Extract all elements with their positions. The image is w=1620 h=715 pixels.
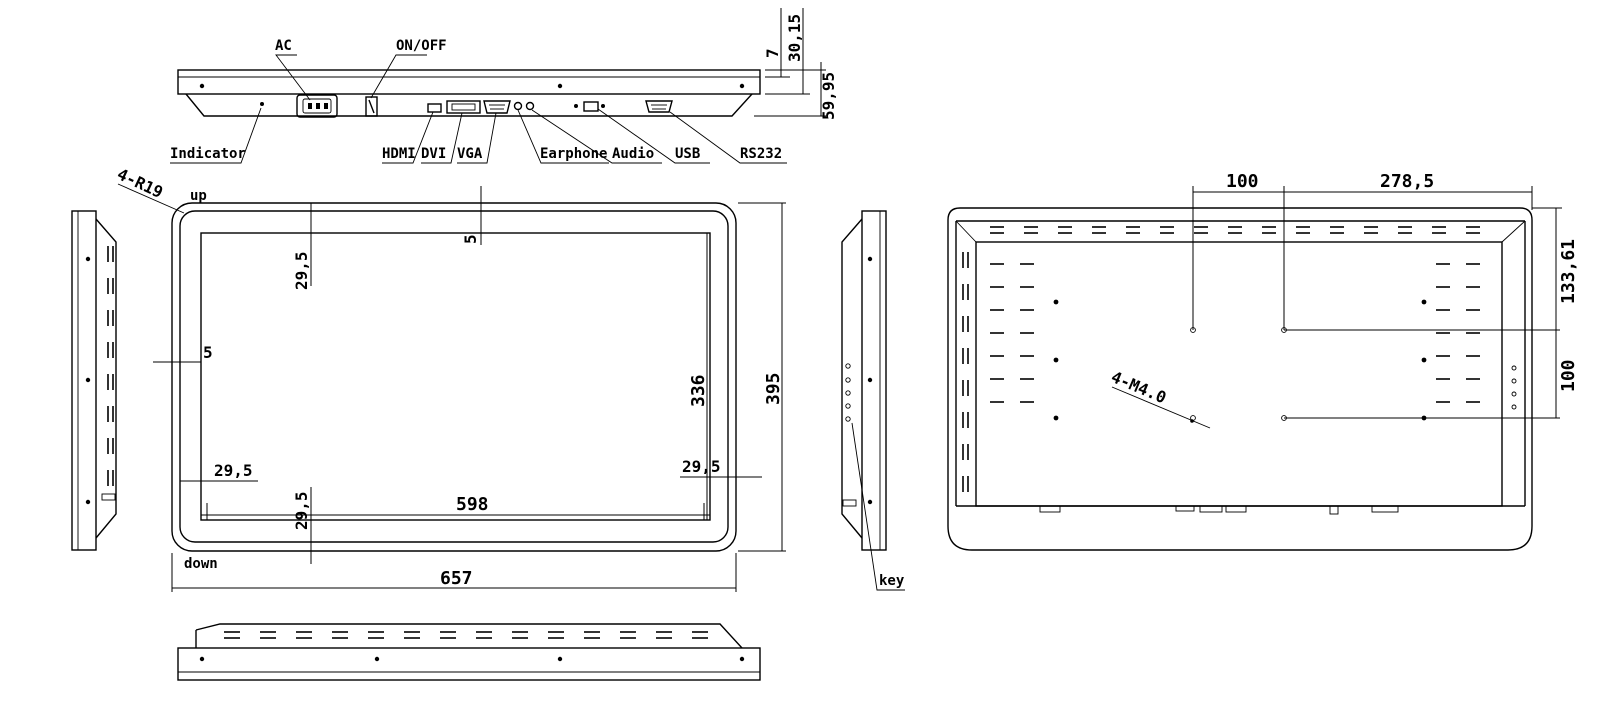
dim-total-height: 395 bbox=[763, 372, 784, 405]
right-side-view: key bbox=[841, 210, 905, 591]
dim-30-15: 30,15 bbox=[785, 14, 804, 62]
label-radius: 4-R19 bbox=[114, 164, 166, 202]
rs232-port-icon bbox=[645, 100, 673, 113]
dim-rear-100-v: 100 bbox=[1558, 359, 1579, 392]
dim-bottom-border: 29,5 bbox=[292, 491, 311, 530]
dim-left-border: 29,5 bbox=[214, 461, 253, 480]
label-earphone: Earphone bbox=[540, 146, 607, 162]
dim-top-gap: 5 bbox=[461, 234, 480, 244]
dim-59-95: 59,95 bbox=[819, 72, 838, 120]
earphone-jack-icon bbox=[513, 101, 523, 111]
left-side-view bbox=[71, 210, 117, 551]
audio-jack-icon bbox=[525, 101, 535, 111]
indicator-icon bbox=[260, 102, 264, 106]
label-key: key bbox=[879, 573, 905, 589]
label-hdmi: HDMI bbox=[382, 146, 416, 162]
ac-socket-icon bbox=[296, 94, 338, 118]
vesa-holes bbox=[1190, 327, 1287, 421]
rear-view: 4-M4.0 100 278,5 133,61 100 bbox=[947, 171, 1579, 551]
power-switch-icon bbox=[365, 96, 378, 117]
key-buttons-icon bbox=[845, 363, 851, 422]
dim-right-border: 29,5 bbox=[682, 457, 721, 476]
dim-rear-133: 133,61 bbox=[1558, 239, 1579, 304]
label-up: up bbox=[190, 188, 207, 204]
label-usb: USB bbox=[675, 146, 700, 162]
vga-port-icon bbox=[483, 100, 511, 114]
bottom-view bbox=[177, 623, 761, 681]
front-view: 4-R19 up down 29,5 5 5 29,5 29,5 29,5 59… bbox=[114, 164, 786, 592]
label-ac: AC bbox=[275, 38, 292, 54]
label-vga: VGA bbox=[457, 146, 483, 162]
dim-total-width: 657 bbox=[440, 568, 473, 589]
label-rs232: RS232 bbox=[740, 146, 782, 162]
dim-left-gap: 5 bbox=[203, 343, 213, 362]
label-dvi: DVI bbox=[421, 146, 446, 162]
dim-7: 7 bbox=[763, 48, 782, 58]
dvi-port-icon bbox=[446, 100, 481, 114]
dim-rear-100-h: 100 bbox=[1226, 171, 1259, 192]
label-down: down bbox=[184, 556, 218, 572]
label-audio: Audio bbox=[612, 146, 654, 162]
dim-top-border: 29,5 bbox=[292, 251, 311, 290]
label-holes: 4-M4.0 bbox=[1108, 367, 1169, 407]
dim-screen-height: 336 bbox=[688, 374, 709, 407]
dim-rear-278: 278,5 bbox=[1380, 171, 1434, 192]
label-indicator: Indicator bbox=[170, 146, 246, 162]
label-on-off: ON/OFF bbox=[396, 38, 447, 54]
dim-screen-width: 598 bbox=[456, 494, 489, 515]
top-view: AC ON/OFF Indicator HDMI DVI VGA Earphon… bbox=[170, 8, 838, 164]
usb-port-icon bbox=[574, 101, 605, 112]
hdmi-port-icon bbox=[427, 103, 442, 113]
